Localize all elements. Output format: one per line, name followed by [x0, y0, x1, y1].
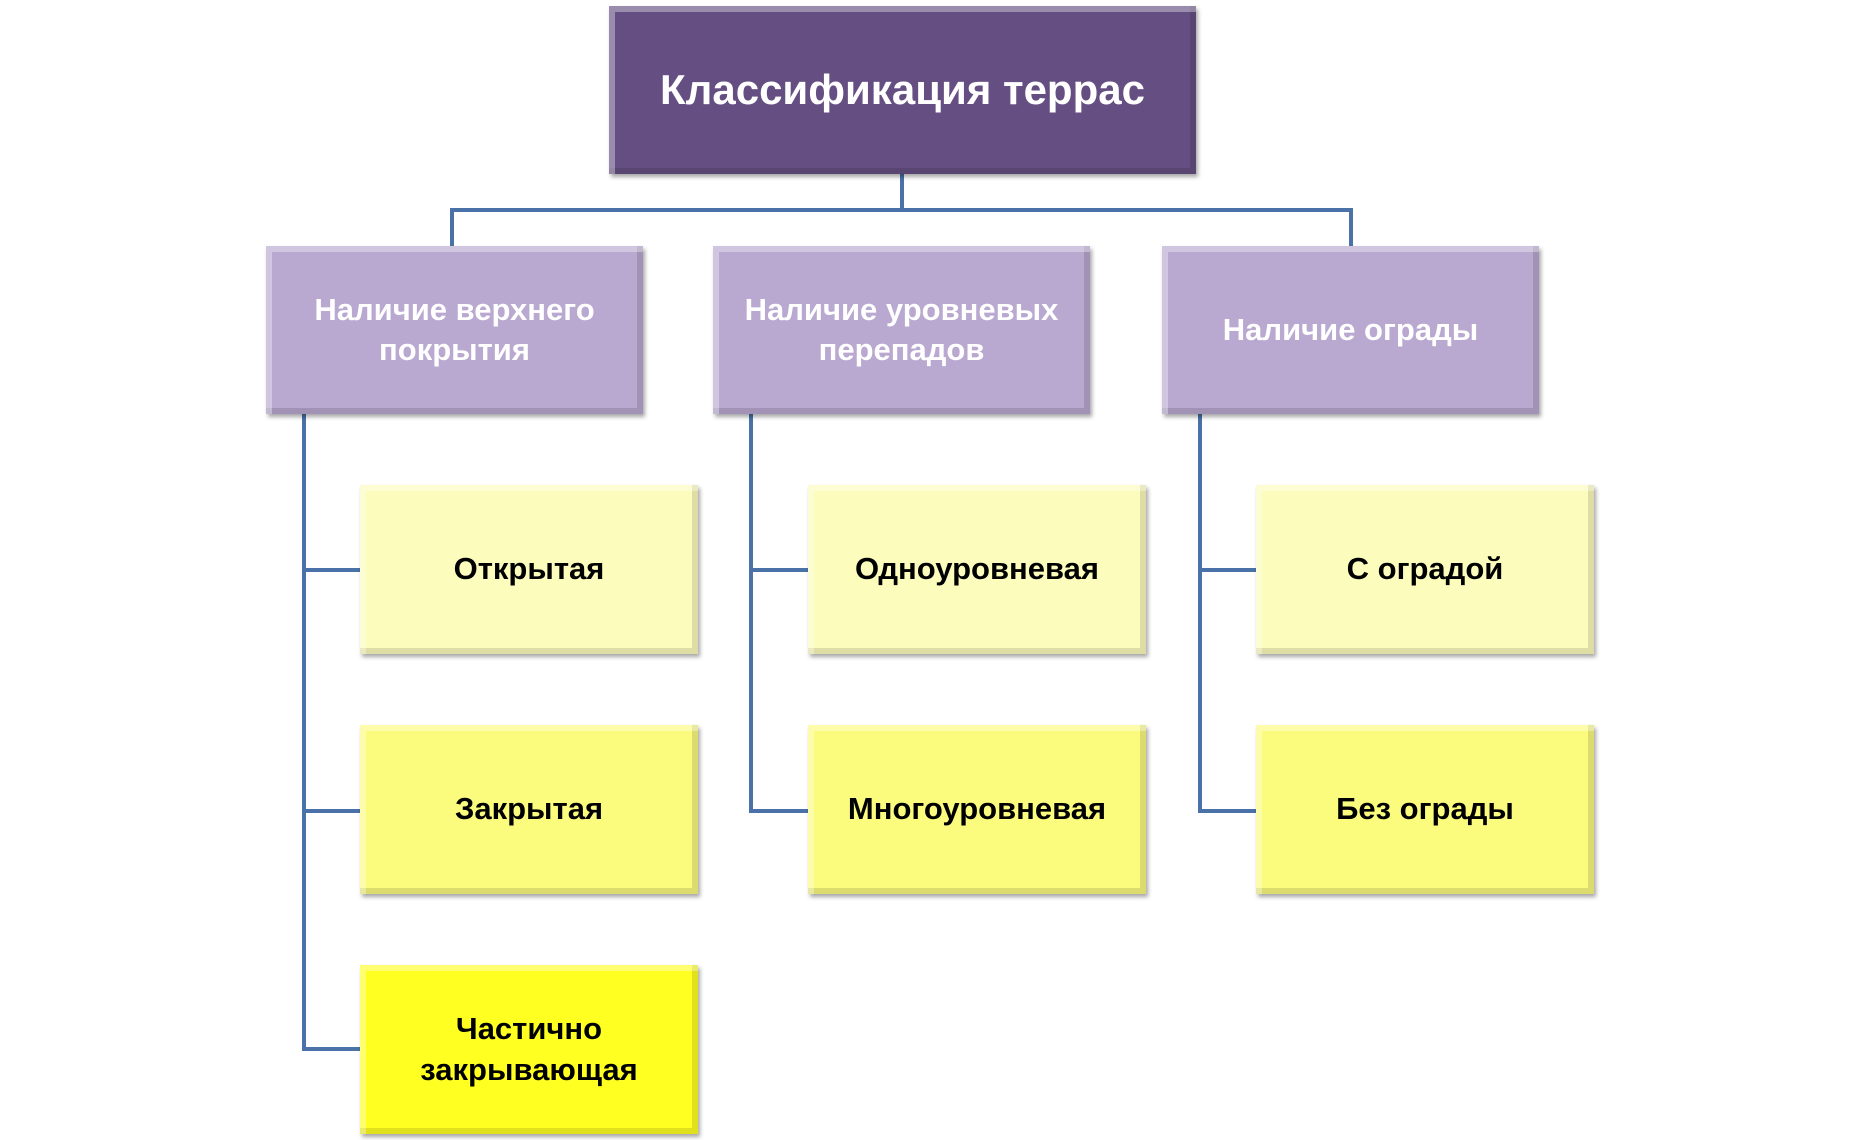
leaf-node: Частично закрывающая — [360, 965, 698, 1134]
connector-horizontal — [450, 208, 1353, 212]
category-label: Наличие уровневых перепадов — [744, 291, 1059, 367]
connector-trunk-1 — [749, 414, 753, 813]
connector-leaf — [1198, 809, 1256, 813]
connector-leaf — [749, 568, 808, 572]
connector-cat-2 — [1349, 208, 1353, 248]
leaf-node: Одноуровневая — [808, 485, 1146, 654]
connector-root — [900, 174, 904, 212]
connector-leaf — [302, 568, 360, 572]
connector-leaf — [302, 809, 360, 813]
leaf-node: Закрытая — [360, 725, 698, 894]
leaf-node: Открытая — [360, 485, 698, 654]
category-node-cover: Наличие верхнего покрытия — [266, 246, 643, 414]
leaf-label: Многоуровневая — [847, 791, 1107, 827]
connector-leaf — [302, 1047, 360, 1051]
leaf-label: Без ограды — [1336, 791, 1514, 827]
leaf-label: Открытая — [453, 551, 605, 587]
category-node-fence: Наличие ограды — [1162, 246, 1539, 414]
connector-leaf — [1198, 568, 1256, 572]
category-node-levels: Наличие уровневых перепадов — [713, 246, 1090, 414]
root-title: Классификация террас — [660, 65, 1145, 113]
leaf-label: Закрытая — [454, 791, 604, 827]
leaf-node: Без ограды — [1256, 725, 1594, 894]
category-label: Наличие верхнего покрытия — [314, 291, 595, 367]
leaf-label: Одноуровневая — [855, 551, 1099, 587]
category-label: Наличие ограды — [1222, 311, 1479, 347]
root-node: Классификация террас — [609, 6, 1196, 174]
connector-leaf — [749, 809, 808, 813]
leaf-label: Частично закрывающая — [420, 1011, 638, 1087]
leaf-label: С оградой — [1346, 551, 1504, 587]
leaf-node: Многоуровневая — [808, 725, 1146, 894]
connector-trunk-2 — [1198, 414, 1202, 813]
connector-trunk-0 — [302, 414, 306, 1051]
connector-cat-0 — [450, 208, 454, 248]
leaf-node: С оградой — [1256, 485, 1594, 654]
